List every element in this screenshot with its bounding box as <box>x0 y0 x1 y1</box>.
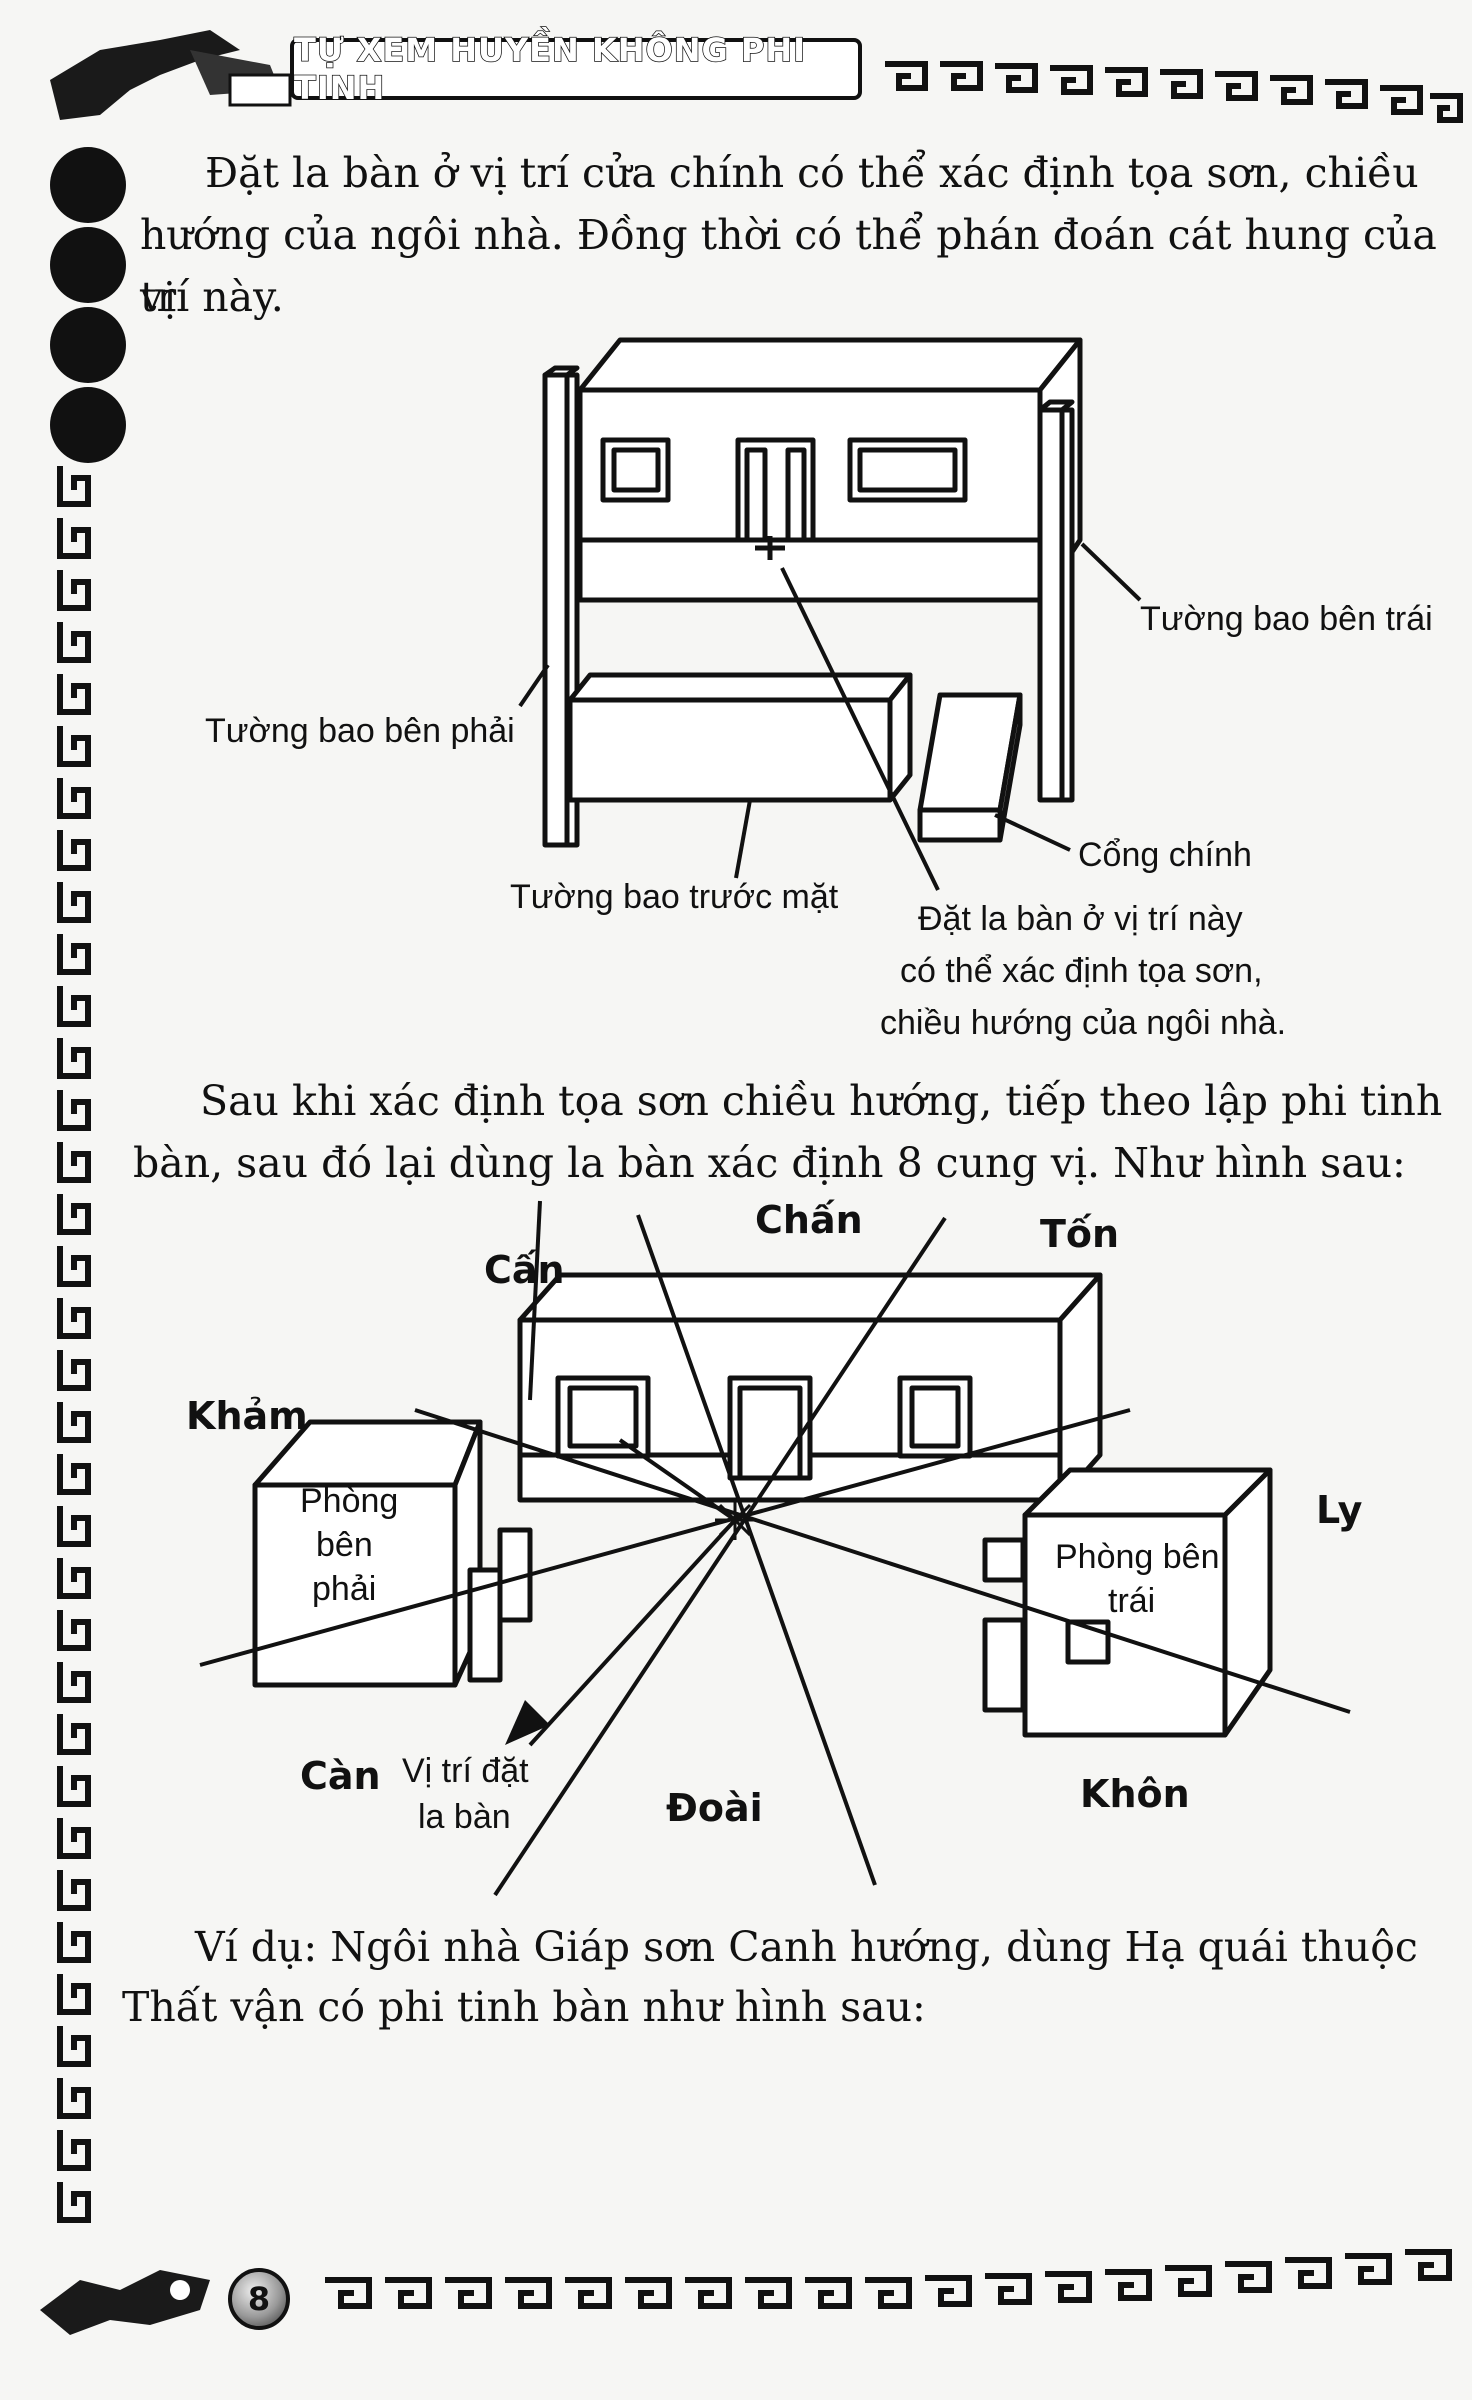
label-compass-position-1: Vị trí đặt <box>402 1752 529 1790</box>
figure-2-eight-directions-diagram <box>199 1200 1351 1897</box>
left-dots-column <box>50 147 126 463</box>
greek-key-border-bottom <box>325 2249 1452 2309</box>
paragraph-2-line-1: Sau khi xác định tọa sơn chiều hướng, ti… <box>200 1077 1443 1125</box>
label-room-right-3: phải <box>312 1570 377 1608</box>
direction-doai: Đoài <box>666 1786 763 1830</box>
label-compass-note-3: chiều hướng của ngôi nhà. <box>880 1004 1287 1042</box>
label-left-wall: Tường bao bên trái <box>1140 600 1433 638</box>
label-main-gate: Cổng chính <box>1078 836 1252 874</box>
paragraph-3-line-1: Ví dụ: Ngôi nhà Giáp sơn Canh hướng, dùn… <box>195 1923 1418 1971</box>
direction-khon: Khôn <box>1080 1772 1190 1816</box>
paragraph-2-line-2: bàn, sau đó lại dùng la bàn xác định 8 c… <box>133 1139 1406 1187</box>
page-number: 8 <box>247 2280 271 2318</box>
paragraph-1-line-1: Đặt la bàn ở vị trí cửa chính có thể xác… <box>205 149 1419 197</box>
paragraph-1-line-2: hướng của ngôi nhà. Đồng thời có thể phá… <box>140 211 1437 321</box>
label-compass-position-2: la bàn <box>418 1798 511 1836</box>
paragraph-3-line-2: Thất vận có phi tinh bàn như hình sau: <box>122 1983 926 2031</box>
label-compass-note-1: Đặt la bàn ở vị trí này <box>918 900 1243 938</box>
figure-1-house-diagram <box>518 337 1142 891</box>
greek-key-border-left <box>52 460 102 2230</box>
label-room-right-1: Phòng <box>300 1482 399 1520</box>
direction-can-northwest: Càn <box>300 1754 381 1798</box>
header-title: TỰ XEM HUYỀN KHÔNG PHI TINH <box>293 30 807 108</box>
label-right-wall: Tường bao bên phải <box>205 712 515 750</box>
paragraph-1-line-3: trí này. <box>140 273 284 321</box>
direction-kham: Khảm <box>186 1394 308 1438</box>
greek-key-border-top <box>885 61 1463 123</box>
direction-chan: Chấn <box>755 1198 863 1242</box>
label-room-left-1: Phòng bên <box>1055 1538 1220 1576</box>
direction-ton: Tốn <box>1040 1212 1120 1256</box>
direction-ly: Ly <box>1316 1488 1363 1532</box>
header-title-banner: TỰ XEM HUYỀN KHÔNG PHI TINH <box>290 30 862 108</box>
label-room-left-2: trái <box>1108 1582 1156 1620</box>
page-number-badge: 8 <box>228 2268 290 2330</box>
direction-can-northeast: Cấn <box>484 1248 565 1292</box>
corner-ornament-bottom <box>40 2270 210 2335</box>
label-front-wall: Tường bao trước mặt <box>510 878 839 916</box>
label-room-right-2: bên <box>316 1526 373 1564</box>
label-compass-note-2: có thể xác định tọa sơn, <box>900 952 1263 990</box>
corner-ornament-top <box>50 30 292 120</box>
